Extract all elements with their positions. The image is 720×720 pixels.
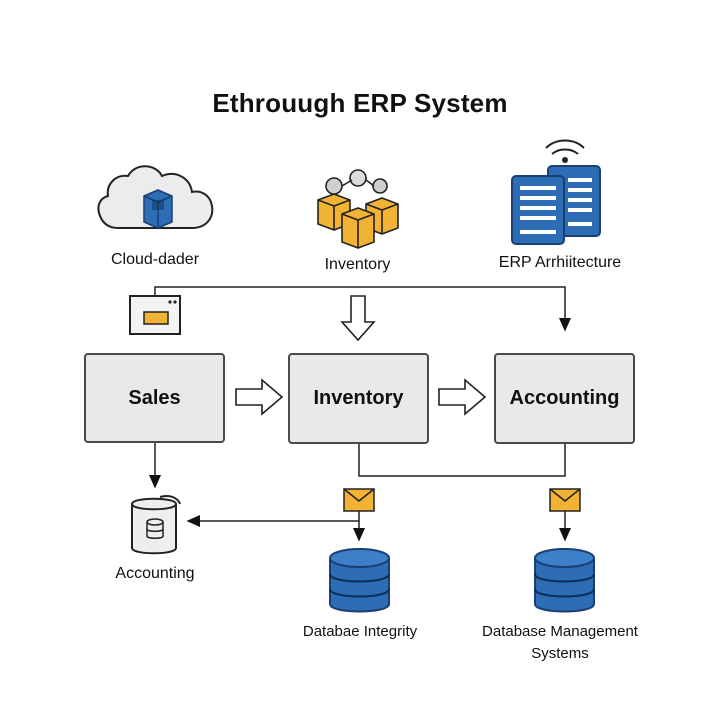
dbms-label-line1: Database Management [482,623,638,640]
accounting-module-box[interactable]: Accounting [494,353,635,444]
database-icon [534,548,595,613]
architecture-label: ERP Arrhiitecture [498,254,622,271]
hollow-down-arrow [340,295,376,342]
database-icon [329,548,390,613]
cloud-icon [97,165,214,229]
arrow-sales-to-inventory [235,378,284,416]
storage-drum-icon [131,494,181,555]
window-icon [129,295,181,335]
cloud-label: Cloud-dader [110,251,200,268]
dbms-label-line2: Systems [531,645,589,662]
envelope-icon [549,488,581,512]
arrow-inventory-to-accounting [438,378,487,416]
inventory-accounting-connector [358,444,566,477]
inventory-module-box[interactable]: Inventory [288,353,429,444]
top-connector-line [154,286,571,332]
server-wifi-icon [511,139,601,245]
db-integrity-label: Databae Integrity [302,623,418,640]
sales-module-box[interactable]: Sales [84,353,225,443]
inventory-icon-label: Inventory [324,256,391,273]
envelope-icon [343,488,375,512]
accounting-storage-label: Accounting [115,565,195,582]
arrow-to-accounting-storage [186,511,360,527]
inventory-boxes-icon [317,169,399,249]
diagram-title: Ethrouugh ERP System [212,88,508,118]
cube-icon [143,189,173,229]
